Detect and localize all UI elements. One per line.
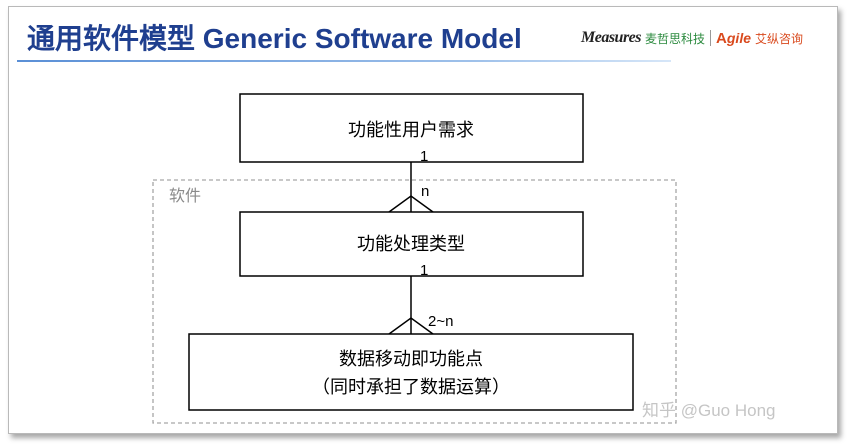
- multiplicity-top-one: 1: [420, 148, 428, 165]
- multiplicity-top-many: n: [421, 183, 429, 200]
- data-movement-label-line2: （同时承担了数据运算）: [312, 377, 510, 397]
- agile-logo-mark: A: [716, 29, 727, 47]
- functional-process-type-label: 功能处理类型: [357, 234, 465, 254]
- software-group-label: 软件: [169, 187, 201, 205]
- measures-logo-cn: 麦哲思科技: [645, 31, 706, 46]
- multiplicity-middle-many: 2~n: [428, 313, 453, 330]
- data-movement-label-line1: 数据移动即功能点: [339, 349, 483, 369]
- logo-area: Measures 麦哲思科技 A gile 艾纵咨询: [581, 25, 803, 51]
- watermark: 知乎 @Guo Hong: [642, 401, 776, 420]
- software-group: [152, 179, 677, 424]
- functional-user-requirements-label: 功能性用户需求: [348, 120, 474, 140]
- slide-title: 通用软件模型 Generic Software Model: [27, 23, 522, 54]
- functional-user-requirements-box: [239, 93, 584, 163]
- crowfoot-top-middle: [388, 195, 434, 213]
- logo-separator: [710, 30, 712, 46]
- agile-logo: gile: [726, 30, 751, 46]
- agile-logo-cn: 艾纵咨询: [755, 31, 804, 46]
- data-movement-box: [188, 333, 634, 411]
- functional-process-type-box: [239, 211, 584, 277]
- crowfoot-middle-bottom: [388, 317, 434, 335]
- multiplicity-middle-one: 1: [420, 262, 428, 279]
- measures-logo: Measures: [581, 29, 642, 46]
- title-divider: [17, 60, 671, 62]
